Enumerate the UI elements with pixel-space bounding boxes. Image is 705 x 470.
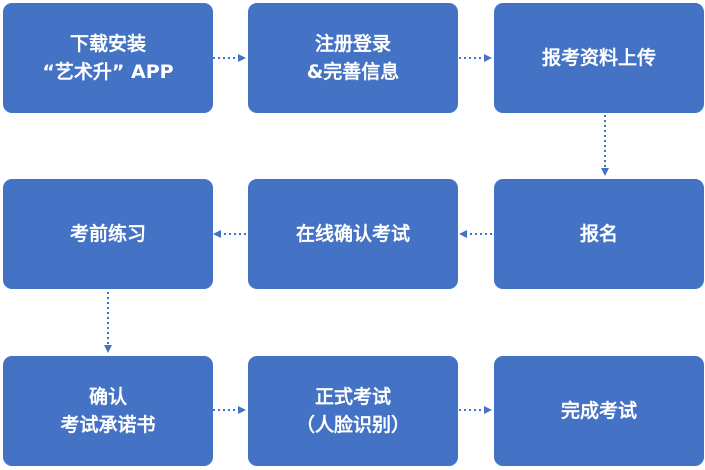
step-register: 注册登录 &完善信息: [248, 3, 458, 113]
step-commitment: 确认 考试承诺书: [3, 356, 213, 466]
step-complete-exam: 完成考试: [494, 356, 704, 466]
step-practice: 考前练习: [3, 179, 213, 289]
step-signup: 报名: [494, 179, 704, 289]
step-download-app-line-1: 下载安装: [69, 33, 146, 55]
step-formal-exam-line-2: （人脸识别）: [295, 414, 410, 436]
step-register-line-1: 注册登录: [314, 33, 391, 55]
step-formal-exam-line-1: 正式考试: [314, 386, 391, 408]
step-commitment-line-1: 确认: [88, 386, 127, 408]
step-register-line-2: &完善信息: [306, 61, 400, 83]
step-download-app: 下载安装 “艺术升” APP: [3, 3, 213, 113]
step-confirm-online-line-1: 在线确认考试: [295, 223, 410, 245]
step-signup-line-1: 报名: [579, 223, 618, 245]
step-practice-line-1: 考前练习: [69, 223, 146, 245]
step-complete-exam-line-1: 完成考试: [560, 400, 637, 422]
step-upload-materials: 报考资料上传: [494, 3, 704, 113]
step-formal-exam: 正式考试 （人脸识别）: [248, 356, 458, 466]
step-upload-materials-line-1: 报考资料上传: [541, 47, 656, 69]
step-commitment-line-2: 考试承诺书: [60, 414, 156, 436]
step-download-app-line-2: “艺术升” APP: [42, 61, 174, 83]
step-confirm-online: 在线确认考试: [248, 179, 458, 289]
